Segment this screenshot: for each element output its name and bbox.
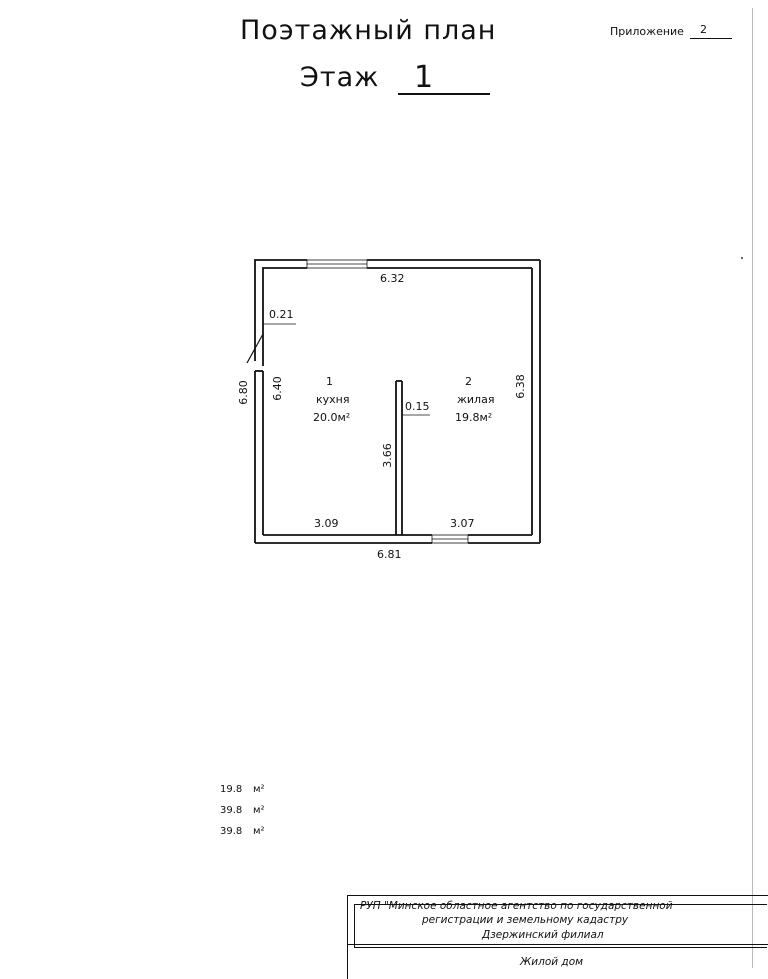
room-2-number: 2 (465, 375, 472, 388)
dim-right-wall: 6.38 (513, 374, 527, 399)
title-block-org-box (354, 904, 767, 948)
page-title: Поэтажный план (240, 15, 497, 46)
dim-partition-length: 3.66 (380, 443, 394, 468)
title-block: РУП "Минское областное агентство по госу… (347, 895, 768, 979)
summary-value-2: 39.8 (220, 805, 243, 816)
room-1-area: 20.0м² (313, 411, 351, 424)
title-block-divider (348, 944, 768, 945)
summary-value-3: 39.8 (220, 826, 243, 837)
wall-left-upper-outer (254, 259, 307, 361)
floor-underline (398, 93, 490, 95)
dim-left-outer: 6.80 (236, 380, 250, 405)
dim-partition-offset: 0.21 (269, 308, 294, 321)
room-1-number: 1 (326, 375, 333, 388)
scan-dot (741, 257, 743, 259)
room-2-name: жилая (457, 393, 495, 406)
summary-unit-3: м² (253, 826, 265, 837)
dim-bottom-left: 3.09 (314, 517, 339, 530)
appendix-number: 2 (700, 23, 707, 36)
floor-number: 1 (414, 60, 434, 95)
room-2-area: 19.8м² (455, 411, 493, 424)
appendix-underline (690, 38, 732, 39)
summary-value-1: 19.8 (220, 784, 243, 795)
dim-bottom-right: 3.07 (450, 517, 475, 530)
dim-left-inner: 6.40 (270, 376, 284, 401)
door-leaf (246, 333, 264, 364)
floor-label: Этаж (300, 62, 380, 93)
org-line-2: регистрации и земельному кадастру (422, 914, 629, 926)
room-1-name: кухня (316, 393, 350, 406)
wall-left-upper-inner (262, 267, 307, 366)
org-line-3: Дзержинский филиал (482, 929, 604, 941)
sheet-edge (752, 8, 753, 968)
dim-partition-thickness: 0.15 (405, 400, 430, 413)
summary-unit-1: м² (253, 784, 265, 795)
org-line-1: РУП "Минское областное агентство по госу… (360, 900, 673, 912)
appendix-label: Приложение (610, 25, 684, 38)
object-name: Жилой дом (520, 956, 584, 968)
dim-bottom-wall: 6.81 (377, 548, 402, 561)
summary-unit-2: м² (253, 805, 265, 816)
dim-top-wall: 6.32 (380, 272, 405, 285)
